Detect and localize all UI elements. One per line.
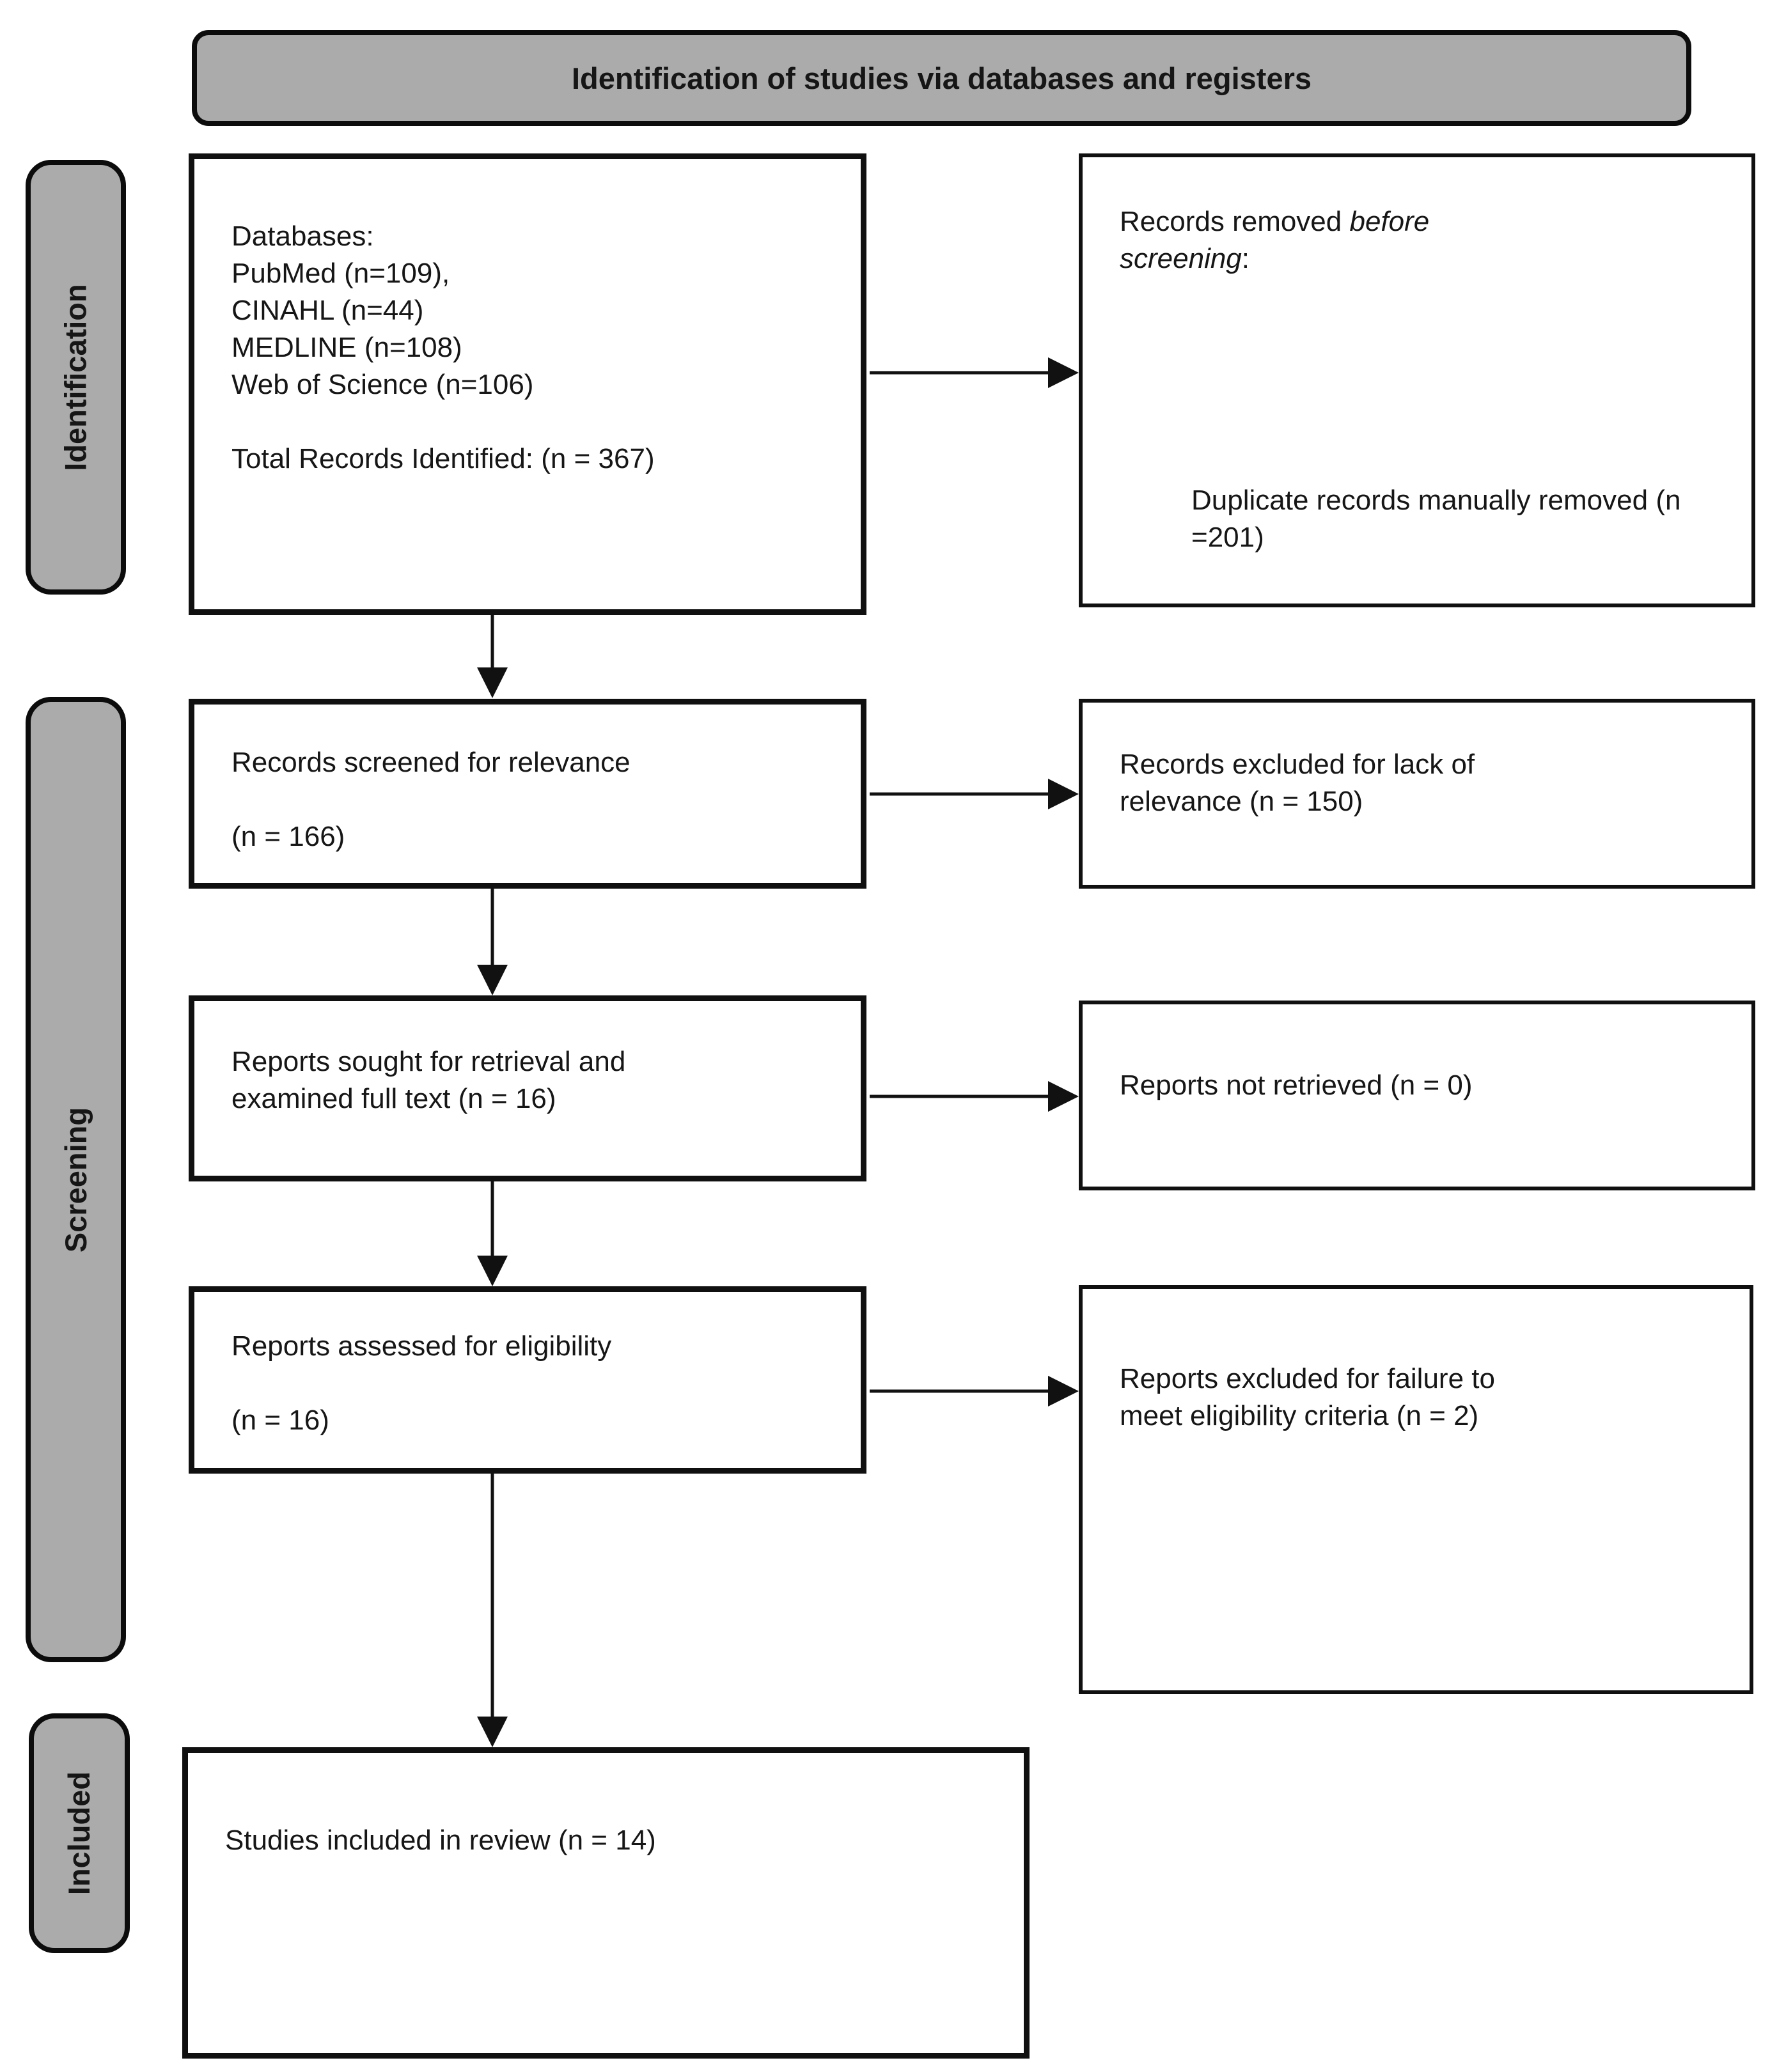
excluded-relevance-line2: relevance (n = 150): [1120, 786, 1363, 817]
box-reports-not-retrieved: Reports not retrieved (n = 0): [1079, 1001, 1755, 1190]
arrow-screened-to-sought: [477, 889, 508, 995]
arrow-shaft: [870, 1389, 1053, 1393]
arrow-shaft: [870, 792, 1053, 796]
stage-label-screening: Screening: [59, 1107, 93, 1252]
arrow-head-right-icon: [1048, 1376, 1079, 1406]
box-records-excluded: Records excluded for lack of relevance (…: [1079, 699, 1755, 889]
arrow-sought-to-not-retrieved: [870, 1080, 1079, 1113]
arrow-shaft: [490, 1474, 494, 1722]
excluded-eligibility-line1: Reports excluded for failure to: [1120, 1363, 1495, 1394]
arrow-screened-to-excluded: [870, 777, 1079, 811]
excluded-eligibility-line2: meet eligibility criteria (n = 2): [1120, 1400, 1479, 1431]
stage-band-screening: Screening: [26, 697, 126, 1662]
not-retrieved-line: Reports not retrieved (n = 0): [1120, 1070, 1473, 1101]
arrow-head-down-icon: [477, 1256, 508, 1286]
box-records-removed: Records removed before screening: Duplic…: [1079, 153, 1755, 607]
arrow-shaft: [870, 371, 1053, 375]
arrow-shaft: [490, 889, 494, 970]
included-line: Studies included in review (n = 14): [225, 1825, 656, 1856]
records-removed-italic2: screening: [1120, 243, 1242, 274]
box-reports-assessed: Reports assessed for eligibility (n = 16…: [189, 1286, 866, 1474]
arrow-head-right-icon: [1048, 1081, 1079, 1112]
arrow-head-down-icon: [477, 1717, 508, 1747]
arrow-shaft: [870, 1094, 1053, 1098]
duplicates-removed-text: Duplicate records manually removed (n =2…: [1191, 485, 1681, 553]
arrow-sought-to-assessed: [477, 1181, 508, 1286]
blank-line: [231, 1365, 829, 1402]
assessed-line1: Reports assessed for eligibility: [231, 1330, 612, 1362]
box-reports-excluded-eligibility: Reports excluded for failure to meet eli…: [1079, 1285, 1753, 1694]
box-studies-included: Studies included in review (n = 14): [182, 1747, 1030, 2059]
sought-line2: examined full text (n = 16): [231, 1083, 556, 1114]
arrow-assessed-to-included: [477, 1474, 508, 1747]
identified-line-blank: [231, 403, 829, 440]
identified-line: Databases:: [231, 221, 374, 252]
identified-line: CINAHL (n=44): [231, 295, 424, 326]
diagram-title: Identification of studies via databases …: [571, 61, 1312, 95]
stage-label-identification: Identification: [59, 283, 93, 471]
box-records-screened: Records screened for relevance (n = 166): [189, 699, 866, 889]
assessed-line2: (n = 16): [231, 1405, 329, 1436]
stage-band-included: Included: [29, 1713, 130, 1953]
box-records-identified: Databases: PubMed (n=109), CINAHL (n=44)…: [189, 153, 866, 615]
arrow-assessed-to-excluded-eligibility: [870, 1375, 1079, 1408]
excluded-relevance-line1: Records excluded for lack of: [1120, 749, 1475, 780]
arrow-head-down-icon: [477, 965, 508, 995]
arrow-head-right-icon: [1048, 357, 1079, 388]
identified-line: Web of Science (n=106): [231, 369, 534, 400]
identified-line: PubMed (n=109),: [231, 258, 450, 289]
screened-line2: (n = 166): [231, 821, 345, 852]
diagram-title-band: Identification of studies via databases …: [192, 30, 1691, 126]
screened-line1: Records screened for relevance: [231, 747, 630, 778]
records-removed-prefix: Records removed: [1120, 206, 1350, 237]
identified-total-line: Total Records Identified: (n = 367): [231, 443, 655, 474]
arrow-shaft: [490, 615, 494, 673]
records-removed-suffix: :: [1241, 243, 1250, 274]
blank-line: [231, 781, 829, 818]
box-reports-sought: Reports sought for retrieval and examine…: [189, 995, 866, 1181]
arrow-head-right-icon: [1048, 779, 1079, 809]
arrow-shaft: [490, 1181, 494, 1261]
stage-label-included: Included: [62, 1771, 97, 1896]
arrow-head-down-icon: [477, 667, 508, 698]
records-removed-italic1: before: [1349, 206, 1430, 237]
records-removed-heading: Records removed before screening:: [1120, 203, 1719, 277]
arrow-identified-to-screened: [477, 615, 508, 698]
stage-band-identification: Identification: [26, 160, 126, 595]
arrow-identified-to-removed: [870, 356, 1079, 389]
sought-line1: Reports sought for retrieval and: [231, 1046, 626, 1077]
identified-line: MEDLINE (n=108): [231, 332, 462, 363]
